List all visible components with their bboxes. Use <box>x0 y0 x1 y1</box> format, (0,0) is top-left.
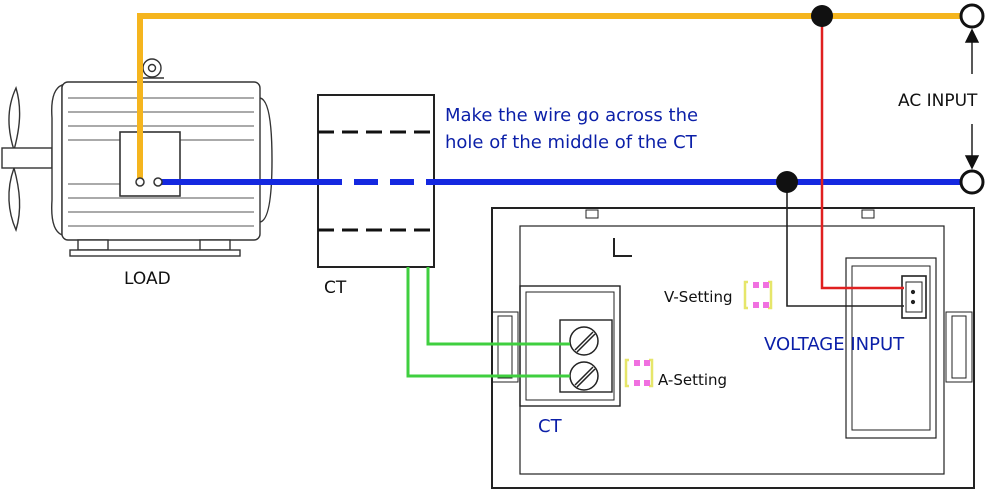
junction-live <box>811 5 833 27</box>
motor-load <box>1 58 273 257</box>
motor-foot-right <box>199 239 231 251</box>
meter-clip-left <box>491 311 519 383</box>
ct-terminal-housing <box>519 285 621 407</box>
fan-blade-lower <box>8 165 21 233</box>
ct-sensor-label: CT <box>324 278 347 298</box>
motor-rear-cover <box>259 97 273 223</box>
voltage-wire-neutral <box>786 182 904 307</box>
ct-wire-1 <box>426 267 570 346</box>
voltage-input-label: VOLTAGE INPUT <box>764 334 905 355</box>
motor-base <box>69 249 241 257</box>
v-setting-pot[interactable] <box>743 280 773 310</box>
motor-terminal-live <box>135 177 145 187</box>
ct-wire-2 <box>406 267 570 378</box>
motor-lifting-eye <box>142 58 162 78</box>
motor-terminal-box <box>119 131 181 197</box>
a-setting-pot[interactable] <box>624 358 654 388</box>
motor-fins <box>68 97 254 227</box>
ac-input-label: AC INPUT <box>898 91 978 111</box>
v-setting-label: V-Setting <box>664 288 733 306</box>
motor-shaft <box>1 147 53 169</box>
ac-input-terminal-neutral[interactable] <box>959 169 985 195</box>
junction-neutral <box>776 171 798 193</box>
live-wire <box>137 13 964 182</box>
ct-terminal-label: CT <box>538 416 563 437</box>
meter-clip-right <box>945 311 973 383</box>
fan-blade-upper <box>8 86 21 153</box>
ac-input-terminal-live[interactable] <box>959 3 985 29</box>
ac-input-arrows <box>964 28 980 170</box>
meter-corner-mark <box>613 238 632 257</box>
motor-terminal-neutral <box>153 177 163 187</box>
motor-foot-left <box>77 239 109 251</box>
a-setting-label: A-Setting <box>658 371 727 389</box>
load-label: LOAD <box>124 269 171 289</box>
terminal-screws <box>569 326 599 391</box>
voltage-connector-housing <box>845 257 937 439</box>
voltage-wire-live <box>820 16 904 290</box>
instruction-text-line1: Make the wire go across the <box>445 105 698 126</box>
motor-end-bell <box>51 83 63 237</box>
instruction-text-line2: hole of the middle of the CT <box>445 132 698 153</box>
